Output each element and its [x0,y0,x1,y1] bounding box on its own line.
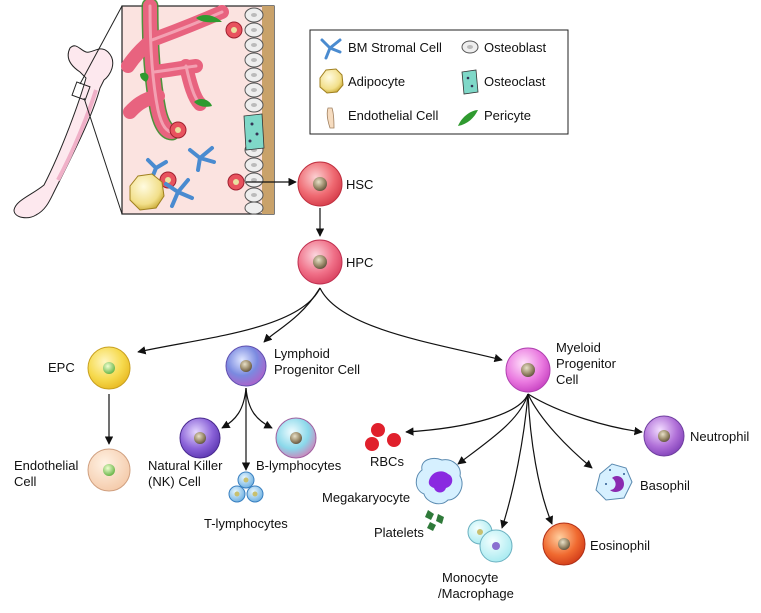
megakaryocyte-cell [415,457,463,505]
monocyte-label-line1: Monocyte [442,570,498,585]
adipocyte-in-niche [129,173,165,211]
legend-endothelial-label: Endothelial Cell [348,108,438,123]
eosinophil-label: Eosinophil [590,538,650,553]
legend-endothelial-icon [326,107,335,129]
monocyte-label-line2: /Macrophage [438,586,514,601]
myeloid-progenitor-cell [505,347,551,393]
t-lymphocytes-label: T-lymphocytes [204,516,288,531]
myeloid-label-line2: Progenitor [556,356,617,371]
b-lymphocyte-cell [275,417,317,459]
rbcs-label: RBCs [370,454,404,469]
monocyte-macrophage-cells [467,519,513,563]
osteoblast-column [244,7,264,215]
hsc-cell [297,161,343,207]
arrow-myeloid-to-neutrophil [527,393,643,436]
arrow-myeloid-to-basophil [527,393,593,469]
lymphoid-label-line1: Lymphoid [274,346,330,361]
platelets-label: Platelets [374,525,424,540]
epc-label: EPC [48,360,75,375]
endothelial-cell [87,448,131,492]
bone-zoom-box [71,81,91,101]
arrow-myeloid-to-rbc [405,393,529,436]
zoom-line-top [79,5,123,85]
lymphoid-progenitor-cell [225,345,267,387]
rbc-cells [365,423,401,451]
t-lymphocyte-cells [228,471,264,503]
arrow-hpc-to-myeloid [319,287,503,363]
basophil-label: Basophil [640,478,690,493]
arrow-hpc-to-epc [137,287,321,355]
legend-osteoblast-label: Osteoblast [484,40,547,55]
endothelial-label-line1: Endothelial [14,458,78,473]
arrow-myeloid-to-monocyte [500,393,529,529]
neutrophil-cell [643,415,685,457]
legend-osteoblast-icon [461,40,479,54]
legend-bm-stromal-icon [320,38,342,60]
bone-illustration [13,5,123,219]
arrow-lymphoid-to-nk [221,387,247,429]
eosinophil-cell [542,522,586,566]
legend: BM Stromal Cell Osteoblast Adipocyte Ost… [309,29,569,135]
b-lymphocytes-label: B-lymphocytes [256,458,342,473]
endothelial-label-line2: Cell [14,474,37,489]
legend-adipocyte-label: Adipocyte [348,74,405,89]
nk-label-line1: Natural Killer [148,458,223,473]
nk-label-line2: (NK) Cell [148,474,201,489]
hpc-label: HPC [346,255,373,270]
lymphoid-label-line2: Progenitor Cell [274,362,360,377]
nk-cell [179,417,221,459]
basophil-cell [595,463,633,501]
osteoclast-in-niche [243,113,265,151]
hpc-cell [297,239,343,285]
bone-surface [262,6,274,214]
myeloid-label-line3: Cell [556,372,579,387]
legend-pericyte-icon [458,110,478,126]
hsc-label: HSC [346,177,373,192]
arrow-myeloid-to-eosinophil [527,393,554,525]
marrow-niche-inset [121,0,275,215]
legend-bm-stromal-label: BM Stromal Cell [348,40,442,55]
megakaryocyte-label: Megakaryocyte [322,490,410,505]
legend-pericyte-label: Pericyte [484,108,531,123]
myeloid-label-line1: Myeloid [556,340,601,355]
legend-adipocyte-icon [319,68,344,94]
arrow-hpc-to-lymphoid [263,287,321,343]
arrow-lymphoid-to-b [245,387,273,429]
epc-cell [87,346,131,390]
zoom-line-bottom [83,97,123,215]
lineage-arrows [104,177,643,529]
arrow-myeloid-to-megakaryocyte [457,393,529,465]
platelet-cells [425,510,444,531]
legend-osteoclast-icon [461,69,479,95]
neutrophil-label: Neutrophil [690,429,749,444]
legend-osteoclast-label: Osteoclast [484,74,546,89]
